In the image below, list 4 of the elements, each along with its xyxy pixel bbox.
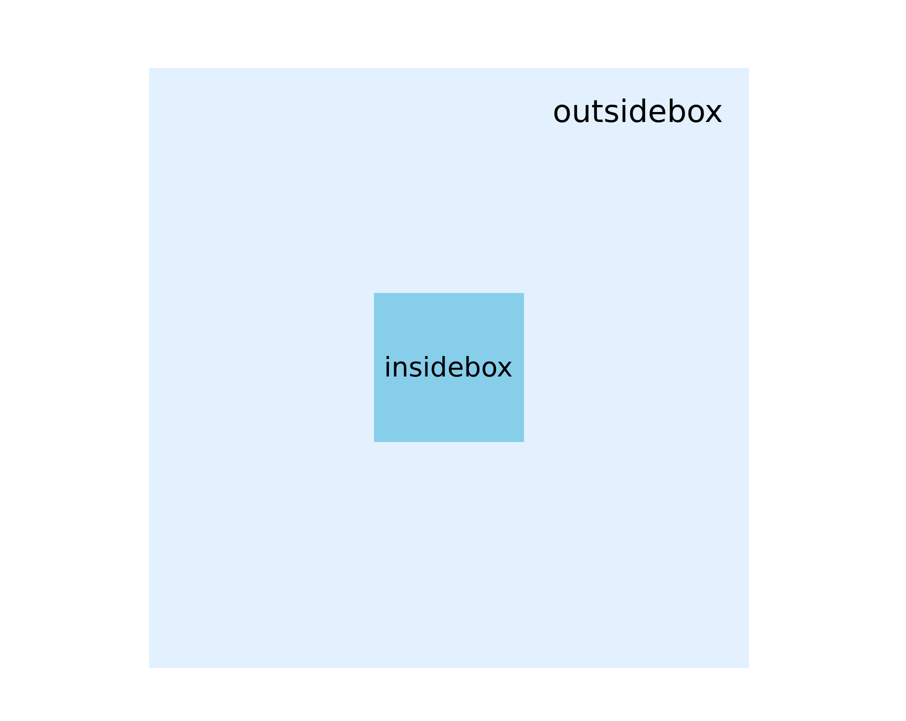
inner-square [374, 293, 524, 442]
square-label: insidebox [384, 352, 513, 383]
outer-panel [149, 68, 749, 668]
panel-label: outsidebox [552, 94, 723, 130]
